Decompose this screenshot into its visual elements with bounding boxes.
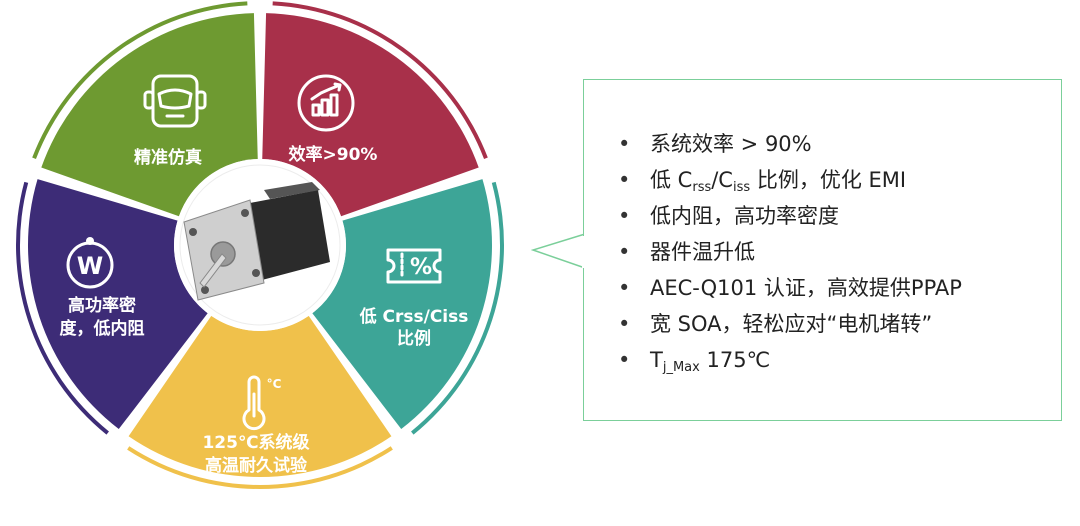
watt-dial-icon: W bbox=[66, 237, 114, 289]
stepper-motor-image bbox=[174, 159, 346, 331]
celsius-mark: °C bbox=[267, 377, 282, 391]
label-thermal-line1: 125℃系统级 bbox=[202, 432, 309, 453]
percent-ticket-icon: % bbox=[386, 248, 442, 284]
outer-rings bbox=[16, 1, 504, 489]
list-item: 系统效率 > 90% bbox=[618, 126, 962, 162]
ring-simulation bbox=[32, 1, 248, 159]
feature-list: 系统效率 > 90% 低 Crss/Ciss 比例，优化 EMI 低内阻，高功率… bbox=[618, 126, 962, 378]
ring-efficiency bbox=[272, 1, 488, 159]
label-simulation: 精准仿真 bbox=[134, 147, 202, 168]
watt-letter: W bbox=[77, 252, 103, 280]
thermometer-icon: °C bbox=[242, 375, 282, 431]
sector-power bbox=[27, 179, 208, 430]
robot-face-icon bbox=[143, 74, 207, 128]
label-efficiency: 效率>90% bbox=[289, 144, 378, 165]
list-item: 器件温升低 bbox=[618, 234, 962, 270]
label-crss-line1: 低 Crss/Ciss bbox=[359, 306, 469, 327]
sector-simulation bbox=[41, 13, 258, 217]
label-power-line2: 度，低内阻 bbox=[60, 318, 145, 339]
list-item: Tj_Max 175℃ bbox=[618, 342, 962, 378]
list-item: 低 Crss/Ciss 比例，优化 EMI bbox=[618, 162, 962, 198]
list-item: 低内阻，高功率密度 bbox=[618, 198, 962, 234]
sector-efficiency bbox=[262, 13, 479, 217]
percent-sign: % bbox=[410, 255, 432, 280]
sector-crss bbox=[312, 179, 492, 430]
list-item: AEC-Q101 认证，高效提供PPAP bbox=[618, 270, 962, 306]
label-power-line1: 高功率密 bbox=[68, 295, 136, 316]
ring-crss bbox=[411, 181, 504, 435]
feature-wheel: % W °C 精准仿真 效率>90% 低 Crss/Ciss 比例 高功率密 度… bbox=[16, 1, 504, 489]
bar-chart-growth-icon bbox=[297, 74, 355, 132]
list-item: 宽 SOA，轻松应对“电机堵转” bbox=[618, 306, 962, 342]
ring-power bbox=[16, 181, 109, 435]
callout-pointer bbox=[530, 232, 587, 272]
label-crss-line2: 比例 bbox=[397, 328, 431, 349]
callout-pointer-mask bbox=[582, 236, 586, 268]
label-thermal-line2: 高温耐久试验 bbox=[205, 455, 308, 476]
ring-thermal bbox=[127, 446, 393, 489]
